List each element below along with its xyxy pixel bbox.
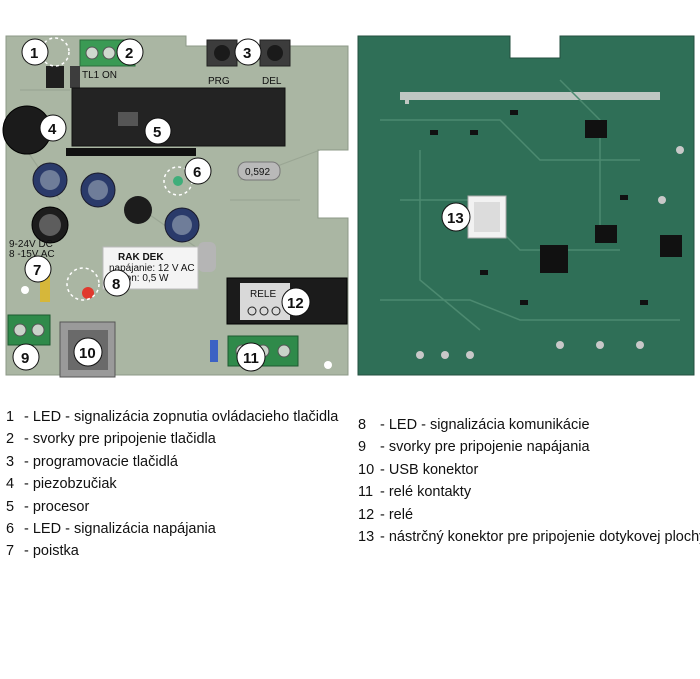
svg-text:9: 9 — [21, 350, 29, 367]
svg-text:7: 7 — [33, 262, 41, 279]
svg-text:13: 13 — [447, 210, 464, 227]
svg-text:1: 1 — [30, 45, 38, 62]
svg-text:8: 8 — [112, 276, 120, 293]
legend-item-10: 10- USB konektor — [358, 461, 479, 478]
legend-left: 1- LED - signalizácia zopnutia ovládacie… — [6, 406, 338, 563]
legend-item-2: 2- svorky pre pripojenie tlačidla — [6, 431, 216, 448]
button-prg-label: PRG — [208, 76, 230, 87]
voltage-label-dc: 9-24V DC — [9, 239, 53, 250]
svg-text:2: 2 — [125, 45, 133, 62]
legend-item-6: 6- LED - signalizácia napájania — [6, 521, 216, 538]
processor-chip — [66, 87, 286, 156]
legend-item-11: 11- relé kontakty — [358, 484, 472, 501]
callout-12: 12 — [281, 287, 311, 317]
callout-11: 11 — [236, 342, 266, 372]
svg-text:0,592: 0,592 — [245, 167, 270, 178]
sticker-title: RAK DEK — [118, 252, 164, 263]
callout-2: 2 — [116, 38, 144, 66]
callout-5: 5 — [144, 117, 172, 145]
callout-6: 6 — [184, 157, 212, 185]
communication-led — [82, 287, 94, 299]
legend-item-12: 12- relé — [358, 506, 414, 523]
fuse — [40, 262, 50, 302]
power-led — [173, 176, 183, 186]
callout-4: 4 — [39, 114, 67, 142]
legend-right: 8- LED - signalizácia komunikácie 9- svo… — [358, 414, 700, 548]
legend-item-5: 5- procesor — [6, 498, 90, 515]
product-sticker: RAK DEK napájanie: 12 V AC príkon: 0,5 W — [102, 246, 199, 290]
legend-item-9: 9- svorky pre pripojenie napájania — [358, 439, 590, 456]
svg-text:12: 12 — [287, 295, 304, 312]
power-terminal — [7, 314, 51, 346]
programming-buttons — [206, 39, 291, 67]
callout-3: 3 — [234, 38, 262, 66]
sticker-line2: príkon: 0,5 W — [109, 273, 169, 284]
callout-8: 8 — [103, 269, 131, 297]
svg-text:10: 10 — [79, 345, 96, 362]
callout-10: 10 — [73, 337, 103, 367]
legend-item-4: 4- piezobzučiak — [6, 476, 117, 493]
callout-7: 7 — [24, 255, 52, 283]
button-del-label: DEL — [262, 76, 282, 87]
callout-13: 13 — [441, 202, 471, 232]
touch-panel-connector — [467, 195, 507, 239]
pcb-photo: TL1 ON PRG DEL 0,592 — [2, 35, 695, 378]
legend-item-3: 3- programovacie tlačidlá — [6, 453, 178, 470]
legend-item-1: 1- LED - signalizácia zopnutia ovládacie… — [6, 409, 339, 425]
svg-text:3: 3 — [243, 45, 251, 62]
svg-text:11: 11 — [243, 350, 259, 367]
callout-markers: 1 2 3 4 5 6 7 8 9 10 11 12 13 — [12, 38, 471, 372]
callout-9: 9 — [12, 343, 40, 371]
legend-item-13: 13- nástrčný konektor pre pripojenie dot… — [358, 529, 700, 546]
pcb-back-board — [357, 35, 695, 376]
legend-item-8: 8- LED - signalizácia komunikácie — [358, 417, 590, 433]
callout-1: 1 — [21, 38, 49, 66]
svg-text:6: 6 — [193, 164, 201, 181]
sticker-line1: napájanie: 12 V AC — [109, 263, 195, 274]
legend-item-7: 7- poistka — [6, 543, 79, 560]
relay-label: RELE — [250, 289, 276, 300]
pcb-front-board: TL1 ON PRG DEL 0,592 — [2, 35, 349, 378]
voltage-label-ac: 8 -15V AC — [9, 249, 55, 260]
svg-text:4: 4 — [48, 121, 57, 138]
terminal-label: TL1 ON — [82, 70, 117, 81]
svg-text:5: 5 — [153, 124, 161, 141]
